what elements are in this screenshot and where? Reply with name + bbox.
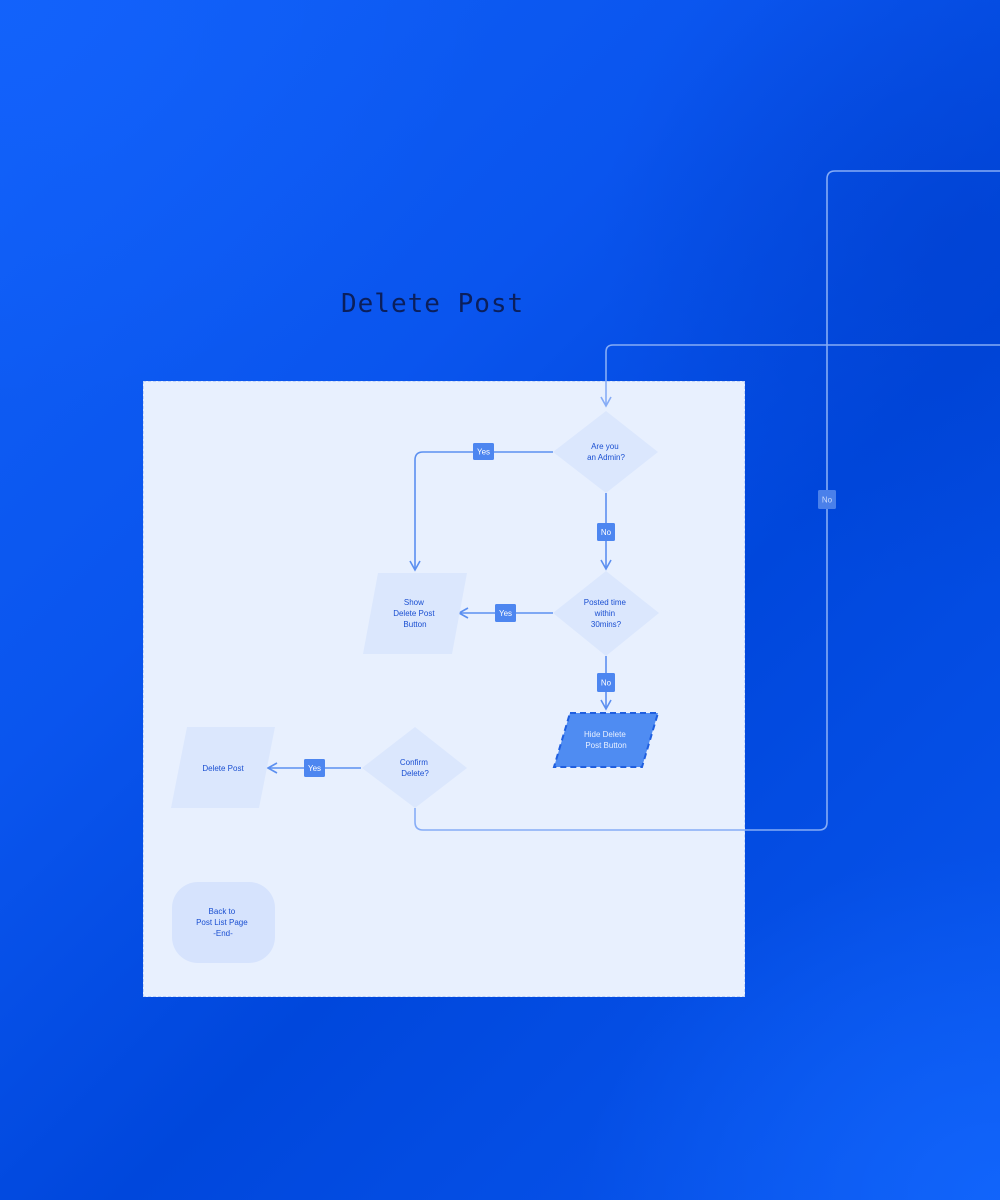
io-hide-delete-button: Hide Delete Post Button: [552, 712, 660, 768]
edge-entry-into-admin: [600, 344, 1000, 408]
io-show-delete-button: Show Delete Post Button: [363, 573, 467, 654]
badge-admin-yes: Yes: [473, 443, 494, 460]
svg-text:Confirm Delete?: Confirm Delete?: [400, 758, 430, 778]
decision-admin: Are you an Admin?: [553, 411, 658, 493]
svg-text:Posted time within: Posted time within 30mins?: [584, 598, 628, 629]
svg-text:Delete Post: Delete Post: [202, 764, 244, 773]
badge-admin-no: No: [597, 523, 615, 541]
io-delete-post: Delete Post: [171, 727, 275, 808]
svg-text:Yes: Yes: [308, 764, 321, 773]
badge-confirm-yes: Yes: [304, 759, 325, 777]
badge-confirm-no: No: [818, 490, 836, 509]
svg-text:Yes: Yes: [477, 448, 490, 457]
svg-text:Yes: Yes: [499, 609, 512, 618]
decision-posted-time: Posted time within 30mins?: [553, 571, 659, 656]
decision-confirm-delete: Confirm Delete?: [362, 727, 467, 808]
svg-text:Show Delete Post B: Show Delete Post Button: [393, 598, 437, 629]
page-title: Delete Post: [341, 289, 525, 319]
badge-time-no: No: [597, 673, 615, 692]
svg-text:Are you an Admin?: Are you an Admin?: [587, 442, 625, 462]
svg-text:No: No: [822, 496, 833, 505]
svg-text:Back to Post List Page: Back to Post List Page -End-: [196, 907, 250, 938]
svg-text:No: No: [601, 528, 612, 537]
terminal-end: Back to Post List Page -End-: [172, 882, 275, 963]
edge-confirm-no: [414, 170, 1000, 831]
svg-text:Hide Delete Post Button: Hide Delete Post Button: [584, 730, 628, 750]
edge-admin-yes: [409, 451, 553, 572]
badge-time-yes: Yes: [495, 604, 516, 622]
svg-text:No: No: [601, 679, 612, 688]
